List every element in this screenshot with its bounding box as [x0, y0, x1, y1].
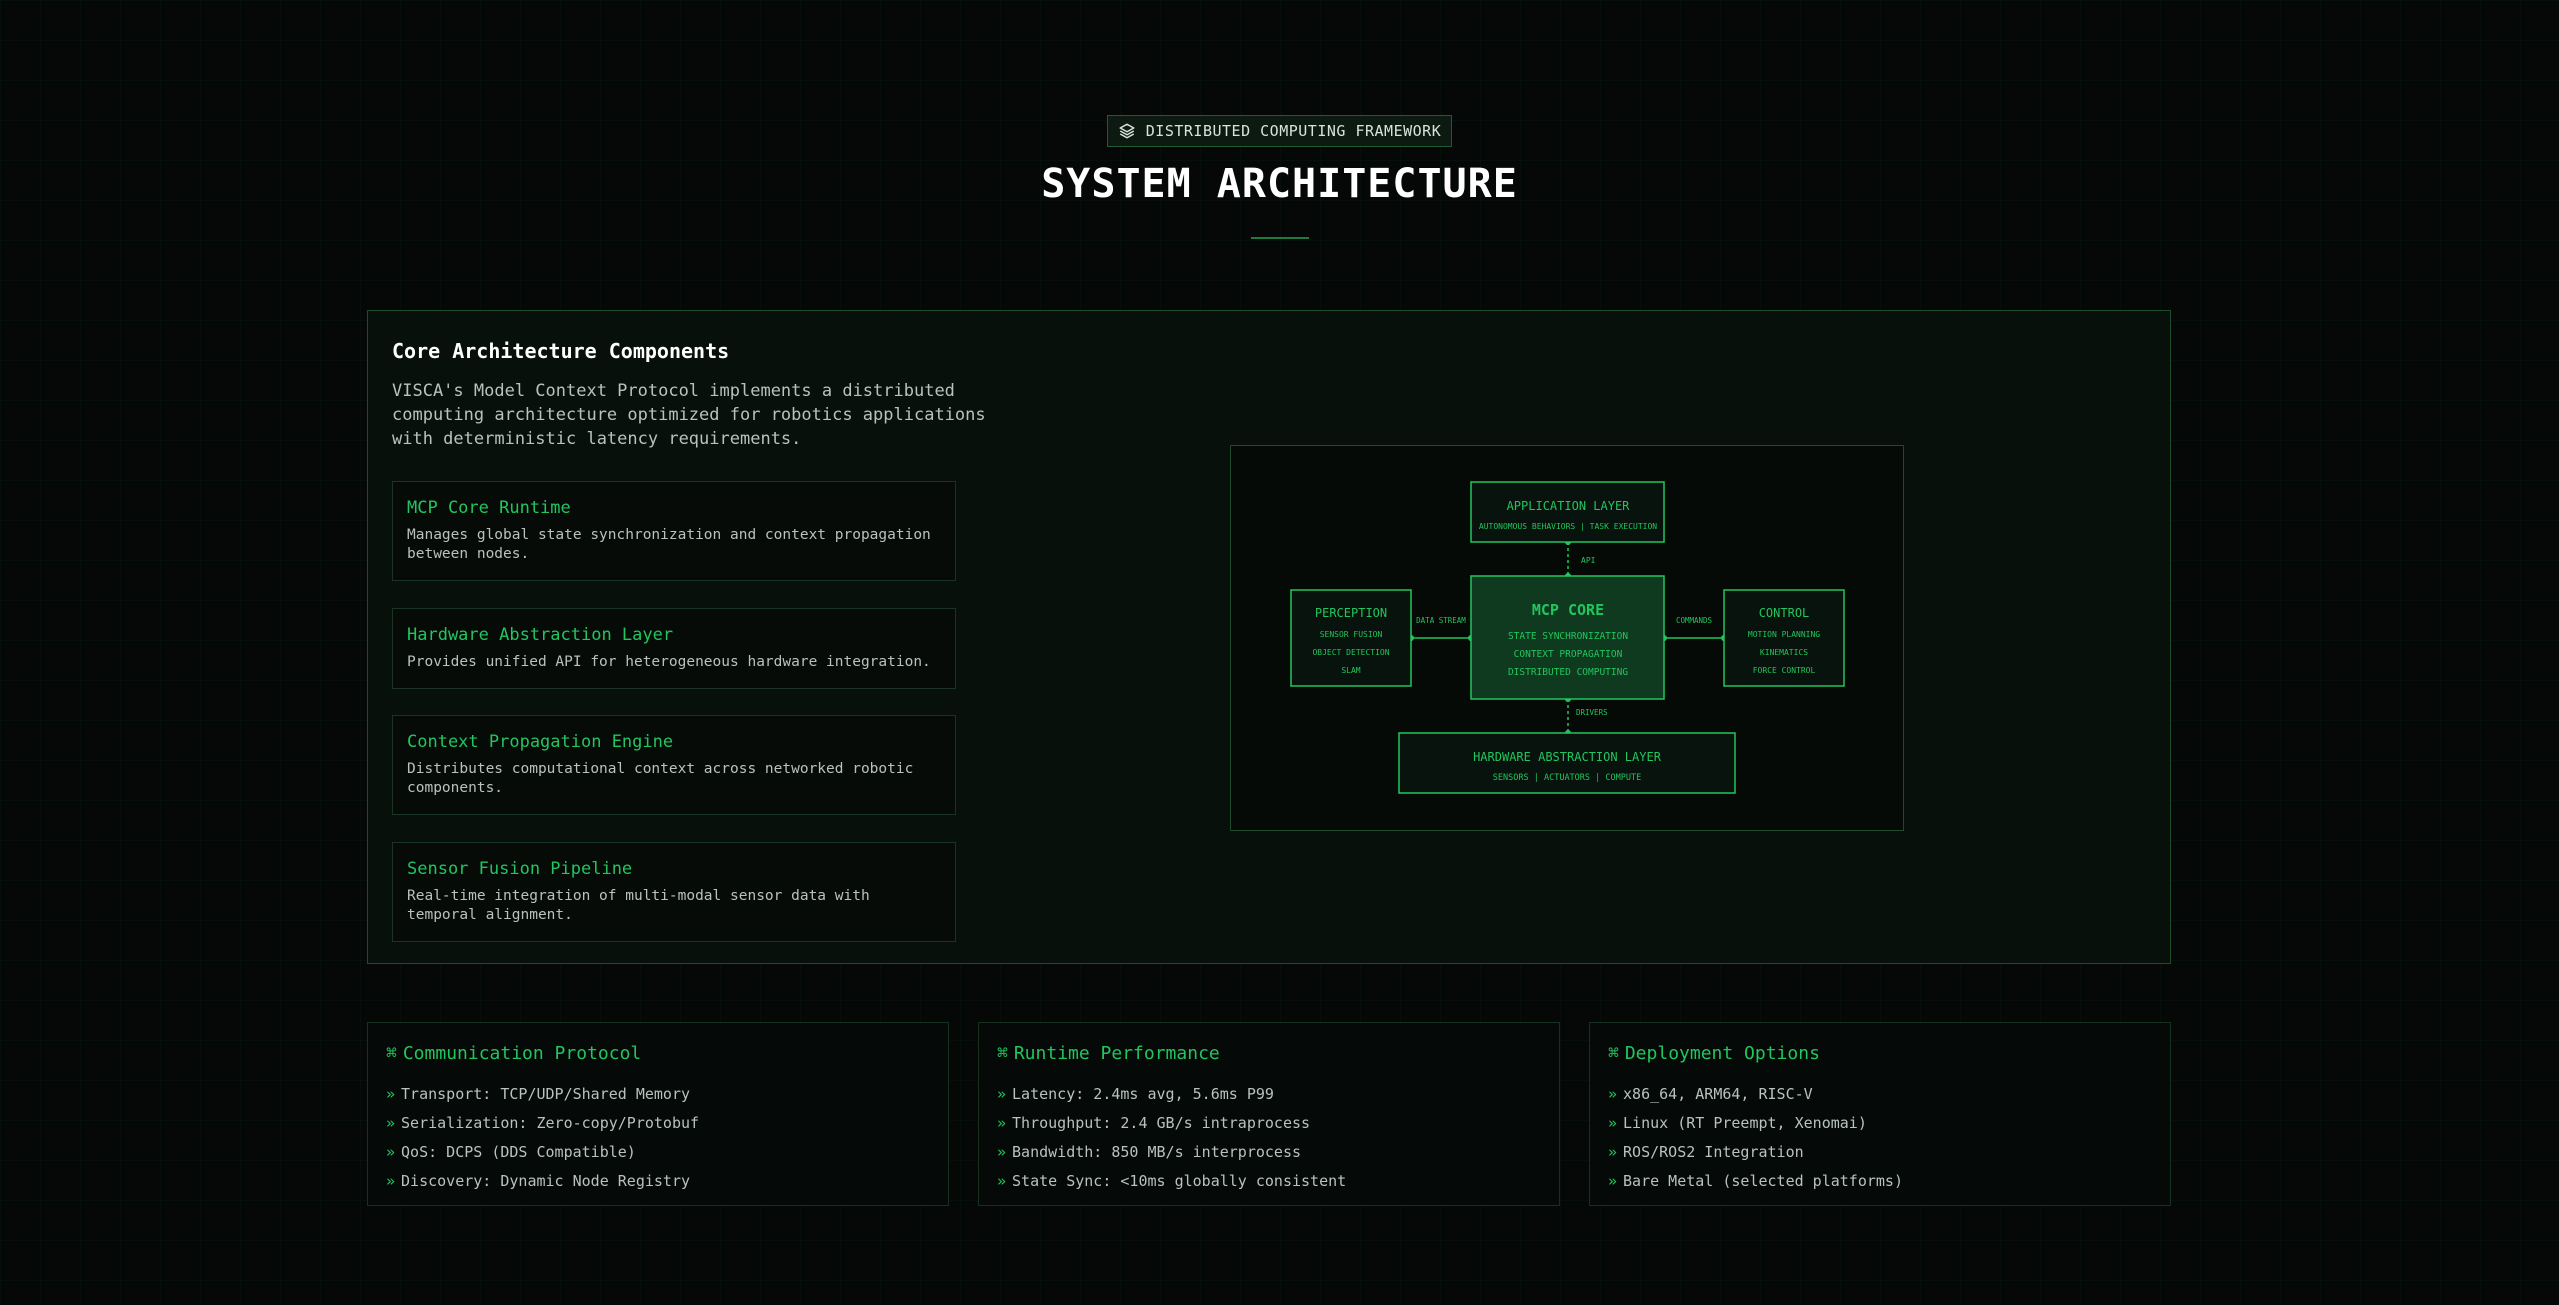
- card-item-text: Bandwidth: 850 MB/s interprocess: [1012, 1143, 1302, 1161]
- mcp-core-line: STATE SYNCHRONIZATION: [1508, 631, 1628, 642]
- card-item-text: Serialization: Zero-copy/Protobuf: [401, 1114, 700, 1132]
- component-description: Real-time integration of multi-modal sen…: [407, 888, 870, 923]
- command-icon: ⌘: [997, 1043, 1008, 1064]
- card-item-text: Bare Metal (selected platforms): [1623, 1172, 1903, 1190]
- control-line: MOTION PLANNING: [1748, 630, 1820, 639]
- application-layer-title: APPLICATION LAYER: [1507, 499, 1631, 513]
- card-item-text: Transport: TCP/UDP/Shared Memory: [401, 1085, 691, 1103]
- hardware-abstraction-title: HARDWARE ABSTRACTION LAYER: [1473, 750, 1662, 764]
- component-description: Manages global state synchronization and…: [407, 527, 931, 562]
- bullet-icon: »: [1608, 1114, 1618, 1132]
- application-layer-sub: AUTONOMOUS BEHAVIORS | TASK EXECUTION: [1479, 522, 1657, 531]
- control-line: KINEMATICS: [1760, 648, 1808, 657]
- card-item: » x86_64, ARM64, RISC-V: [1608, 1080, 2152, 1109]
- bullet-icon: »: [386, 1114, 396, 1132]
- card-communication-protocol: ⌘Communication Protocol » Transport: TCP/…: [367, 1022, 949, 1206]
- card-title: ⌘Runtime Performance: [997, 1043, 1541, 1064]
- mcp-core-line: CONTEXT PROPAGATION: [1514, 649, 1623, 660]
- card-item: » ROS/ROS2 Integration: [1608, 1138, 2152, 1167]
- control-line: FORCE CONTROL: [1753, 666, 1816, 675]
- perception-line: SLAM: [1341, 666, 1360, 675]
- control-title: CONTROL: [1759, 606, 1810, 620]
- component-description: Distributes computational context across…: [407, 761, 914, 796]
- badge-label: DISTRIBUTED COMPUTING FRAMEWORK: [1145, 122, 1442, 140]
- component-mcp-core-runtime: MCP Core Runtime Manages global state sy…: [392, 481, 956, 581]
- perception-title: PERCEPTION: [1315, 606, 1387, 620]
- card-item: » State Sync: <10ms globally consistent: [997, 1167, 1541, 1196]
- component-description: Provides unified API for heterogeneous h…: [407, 654, 931, 670]
- bullet-icon: »: [386, 1085, 396, 1103]
- component-title: Context Propagation Engine: [407, 732, 674, 752]
- bullet-icon: »: [1608, 1085, 1618, 1103]
- hardware-abstraction-box: [1398, 732, 1736, 794]
- bullet-icon: »: [997, 1114, 1007, 1132]
- architecture-diagram-svg: API DATA STREAM COMMANDS DRIVERS APPLICA…: [1290, 481, 1845, 794]
- card-item: » Bandwidth: 850 MB/s interprocess: [997, 1138, 1541, 1167]
- application-layer-box: [1470, 481, 1665, 543]
- card-item: » Discovery: Dynamic Node Registry: [386, 1167, 930, 1196]
- panel-title: Core Architecture Components: [392, 339, 730, 363]
- hardware-abstraction-sub: SENSORS | ACTUATORS | COMPUTE: [1493, 773, 1641, 783]
- card-item: » Serialization: Zero-copy/Protobuf: [386, 1109, 930, 1138]
- card-item: » Linux (RT Preempt, Xenomai): [1608, 1109, 2152, 1138]
- bullet-icon: »: [1608, 1172, 1618, 1190]
- panel-description: VISCA's Model Context Protocol implement…: [392, 381, 986, 449]
- bullet-icon: »: [997, 1085, 1007, 1103]
- bullet-icon: »: [997, 1172, 1007, 1190]
- component-sensor-fusion-pipeline: Sensor Fusion Pipeline Real-time integra…: [392, 842, 956, 942]
- edge-label-drivers: DRIVERS: [1576, 708, 1608, 717]
- card-item: » Bare Metal (selected platforms): [1608, 1167, 2152, 1196]
- bullet-icon: »: [386, 1172, 396, 1190]
- component-title: MCP Core Runtime: [407, 498, 571, 518]
- card-item: » Latency: 2.4ms avg, 5.6ms P99: [997, 1080, 1541, 1109]
- component-title: Sensor Fusion Pipeline: [407, 859, 633, 879]
- card-title-text: Deployment Options: [1624, 1043, 1820, 1064]
- framework-badge: DISTRIBUTED COMPUTING FRAMEWORK: [1106, 115, 1453, 147]
- card-runtime-performance: ⌘Runtime Performance » Latency: 2.4ms avg…: [978, 1022, 1560, 1206]
- card-deployment-options: ⌘Deployment Options » x86_64, ARM64, RISC…: [1589, 1022, 2171, 1206]
- perception-box: [1290, 589, 1412, 687]
- card-title-text: Runtime Performance: [1013, 1043, 1220, 1064]
- mcp-core-line: DISTRIBUTED COMPUTING: [1508, 667, 1628, 678]
- card-title-text: Communication Protocol: [402, 1043, 642, 1064]
- bullet-icon: »: [386, 1143, 396, 1161]
- core-architecture-panel: Core Architecture Components VISCA's Mod…: [367, 310, 2171, 964]
- edge-label-commands: COMMANDS: [1676, 616, 1713, 625]
- architecture-diagram: API DATA STREAM COMMANDS DRIVERS APPLICA…: [1230, 445, 1904, 831]
- card-item-text: Discovery: Dynamic Node Registry: [401, 1172, 691, 1190]
- card-item-text: QoS: DCPS (DDS Compatible): [401, 1143, 636, 1161]
- component-title: Hardware Abstraction Layer: [407, 625, 674, 645]
- card-item: » Throughput: 2.4 GB/s intraprocess: [997, 1109, 1541, 1138]
- mcp-core-box: [1470, 575, 1665, 700]
- card-item-text: ROS/ROS2 Integration: [1623, 1143, 1804, 1161]
- card-title: ⌘Deployment Options: [1608, 1043, 2152, 1064]
- card-item-text: State Sync: <10ms globally consistent: [1012, 1172, 1347, 1190]
- control-box: [1723, 589, 1845, 687]
- command-icon: ⌘: [1608, 1043, 1619, 1064]
- card-item-text: Throughput: 2.4 GB/s intraprocess: [1012, 1114, 1311, 1132]
- card-item-text: Latency: 2.4ms avg, 5.6ms P99: [1012, 1085, 1274, 1103]
- command-icon: ⌘: [386, 1043, 397, 1064]
- bullet-icon: »: [1608, 1143, 1618, 1161]
- card-item: » Transport: TCP/UDP/Shared Memory: [386, 1080, 930, 1109]
- perception-line: SENSOR FUSION: [1320, 630, 1383, 639]
- edge-label-data-stream: DATA STREAM: [1416, 616, 1466, 625]
- layers-icon: [1119, 123, 1135, 139]
- edge-label-api: API: [1581, 556, 1596, 565]
- card-title: ⌘Communication Protocol: [386, 1043, 930, 1064]
- page-header: DISTRIBUTED COMPUTING FRAMEWORK SYSTEM A…: [0, 115, 2559, 239]
- mcp-core-title: MCP CORE: [1532, 601, 1604, 619]
- component-hardware-abstraction-layer: Hardware Abstraction Layer Provides unif…: [392, 608, 956, 689]
- card-item: » QoS: DCPS (DDS Compatible): [386, 1138, 930, 1167]
- component-context-propagation-engine: Context Propagation Engine Distributes c…: [392, 715, 956, 815]
- page-title: SYSTEM ARCHITECTURE: [1041, 161, 1518, 207]
- card-item-text: Linux (RT Preempt, Xenomai): [1623, 1114, 1867, 1132]
- bullet-icon: »: [997, 1143, 1007, 1161]
- card-item-text: x86_64, ARM64, RISC-V: [1623, 1085, 1813, 1103]
- perception-line: OBJECT DETECTION: [1312, 648, 1389, 657]
- title-divider: [1250, 237, 1309, 239]
